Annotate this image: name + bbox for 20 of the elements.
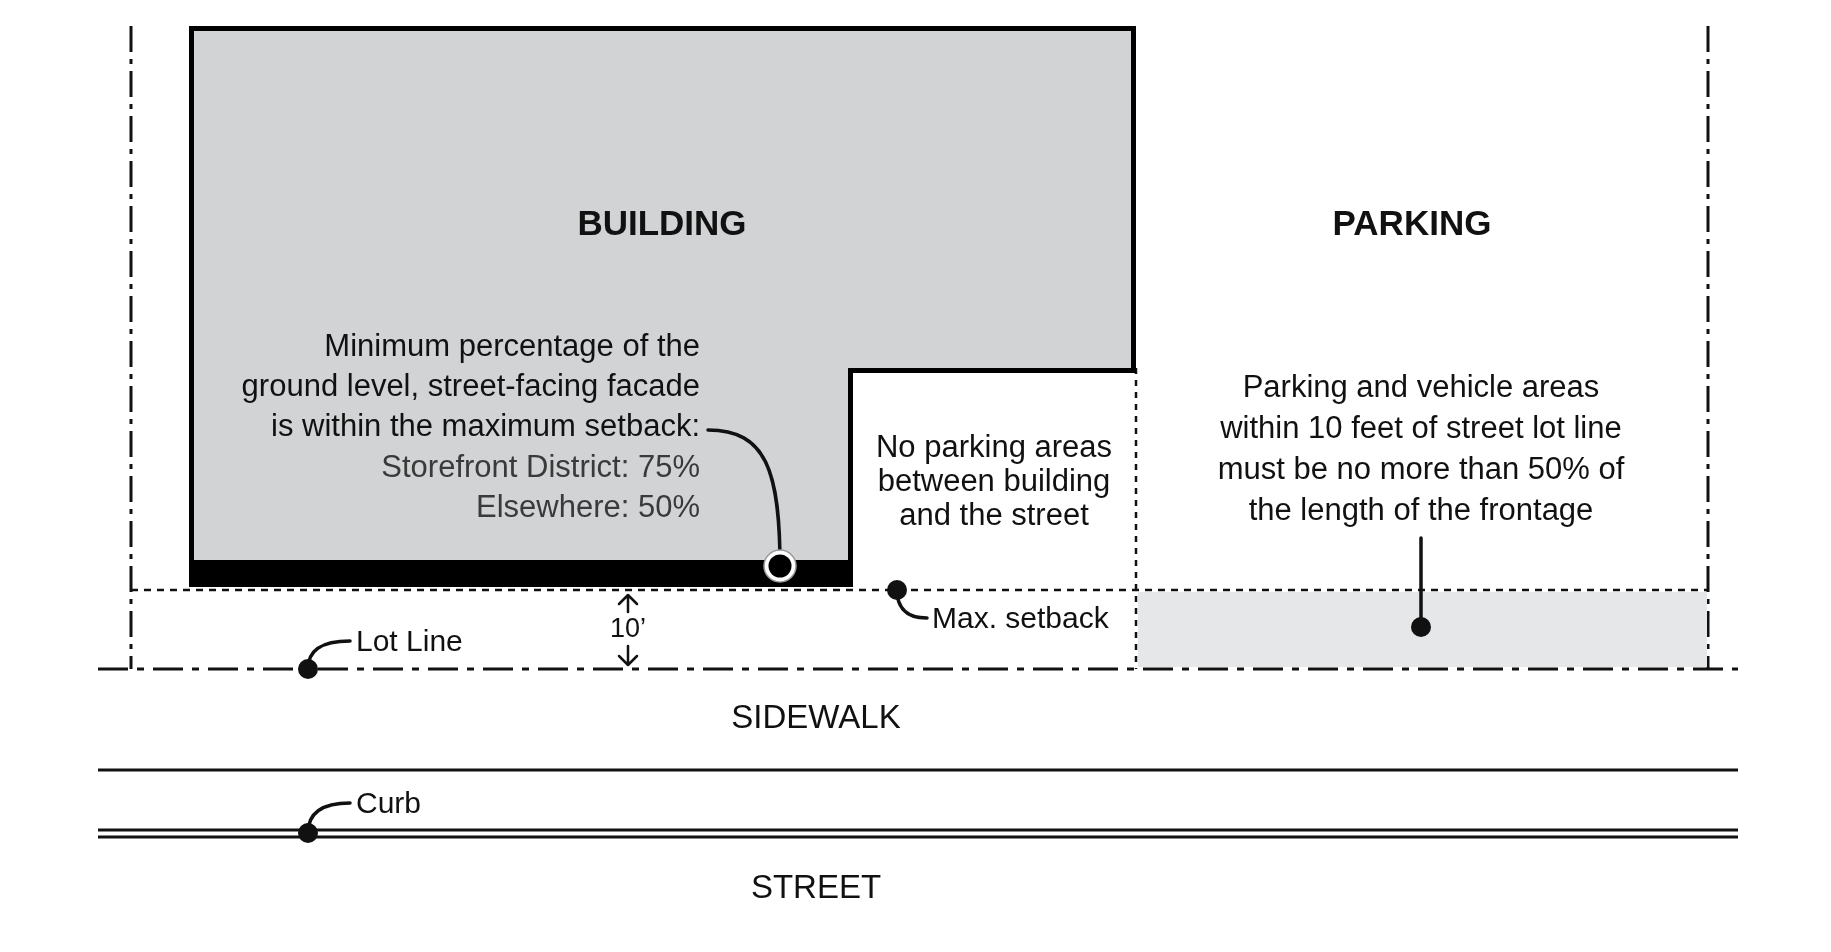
leader-line <box>1411 536 1431 637</box>
requirement-text: Elsewhere: 50% <box>476 488 700 526</box>
callout-label: Curb <box>356 785 422 821</box>
note-text: No parking areas between building and the street <box>874 430 1114 532</box>
leader-line <box>298 639 352 679</box>
leader-line <box>706 428 797 583</box>
zone-title: PARKING <box>1332 202 1492 244</box>
callout-label: Lot Line <box>356 623 463 659</box>
requirement-text: Storefront District: 75% <box>381 448 700 486</box>
dimension-label: 10’ <box>610 612 646 644</box>
zone-title: BUILDING <box>577 202 747 244</box>
leader-line <box>887 580 929 620</box>
callout-label: Max. setback <box>932 600 1109 636</box>
area-label: SIDEWALK <box>731 697 901 737</box>
building-footprint <box>189 26 1136 587</box>
callout-text: Parking and vehicle areas within 10 feet of street lot line must be no more than 50% of the length of the frontage <box>1201 366 1641 530</box>
leader-line <box>298 801 352 843</box>
area-label: STREET <box>750 867 882 907</box>
callout-text: Minimum percentage of the ground level, street-facing facade is within the maximum setback: <box>240 327 700 445</box>
parking-strip <box>1138 592 1707 667</box>
